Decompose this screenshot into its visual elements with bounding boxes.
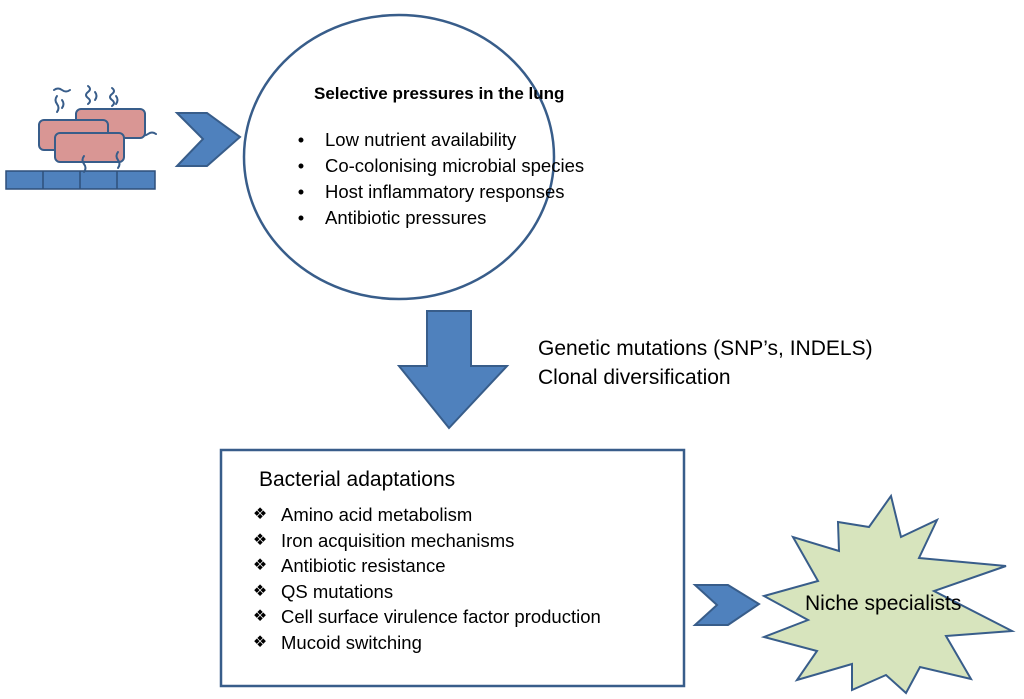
list-item-label: Cell surface virulence factor production bbox=[281, 606, 601, 627]
pressures-list: • Low nutrient availability • Co-colonisin… bbox=[296, 127, 584, 231]
list-item-label: Antibiotic pressures bbox=[325, 207, 487, 228]
list-item: ❖ Antibiotic resistance bbox=[252, 553, 601, 579]
list-item: • Co-colonising microbial species bbox=[296, 153, 584, 179]
diamond-bullet-icon: ❖ bbox=[252, 633, 268, 651]
bullet-icon: • bbox=[297, 129, 305, 150]
bullet-icon: • bbox=[297, 181, 305, 202]
list-item: • Low nutrient availability bbox=[296, 127, 584, 153]
adaptations-box bbox=[219, 448, 686, 688]
list-item-label: Iron acquisition mechanisms bbox=[281, 529, 515, 551]
diamond-bullet-icon: ❖ bbox=[252, 582, 268, 600]
mutations-line-1: Genetic mutations (SNP’s, INDELS) bbox=[538, 337, 873, 360]
epithelium-layer bbox=[5, 170, 156, 190]
list-item-label: Mucoid switching bbox=[281, 631, 422, 653]
diamond-bullet-icon: ❖ bbox=[252, 531, 268, 549]
list-item: ❖ Cell surface virulence factor productio… bbox=[252, 604, 601, 630]
diamond-bullet-icon: ❖ bbox=[252, 506, 268, 523]
arrow-to-pressures bbox=[174, 112, 242, 167]
list-item-label: Host inflammatory responses bbox=[325, 181, 565, 202]
list-item-label: Low nutrient availability bbox=[325, 129, 517, 150]
mutations-line-2: Clonal diversification bbox=[538, 366, 731, 389]
list-item: • Host inflammatory responses bbox=[296, 179, 584, 205]
arrow-to-niche bbox=[692, 584, 761, 626]
list-item-label: Amino acid metabolism bbox=[281, 504, 473, 525]
bacteria-cells bbox=[38, 108, 146, 163]
list-item: • Antibiotic pressures bbox=[296, 205, 584, 231]
list-item-label: Co-colonising microbial species bbox=[325, 155, 585, 176]
list-item-label: Antibiotic resistance bbox=[281, 555, 446, 576]
bullet-icon: • bbox=[297, 207, 305, 228]
bullet-icon: • bbox=[297, 155, 305, 176]
diamond-bullet-icon: ❖ bbox=[252, 557, 268, 574]
bacteria-flagella-front bbox=[81, 151, 121, 173]
list-item: ❖ Iron acquisition mechanisms bbox=[252, 528, 601, 554]
adaptations-list: ❖ Amino acid metabolism ❖ Iron acquisition… bbox=[252, 502, 601, 655]
niche-star bbox=[760, 493, 1016, 695]
list-item: ❖ QS mutations bbox=[252, 579, 601, 605]
diamond-bullet-icon: ❖ bbox=[252, 608, 268, 625]
list-item: ❖ Amino acid metabolism bbox=[252, 502, 601, 528]
pressures-title: Selective pressures in the lung bbox=[314, 84, 565, 103]
list-item: ❖ Mucoid switching bbox=[252, 630, 601, 656]
adaptations-title: Bacterial adaptations bbox=[259, 468, 456, 491]
niche-label: Niche specialists bbox=[805, 592, 962, 615]
list-item-label: QS mutations bbox=[281, 580, 394, 602]
pressures-ellipse bbox=[242, 13, 556, 301]
arrow-down bbox=[396, 310, 510, 430]
